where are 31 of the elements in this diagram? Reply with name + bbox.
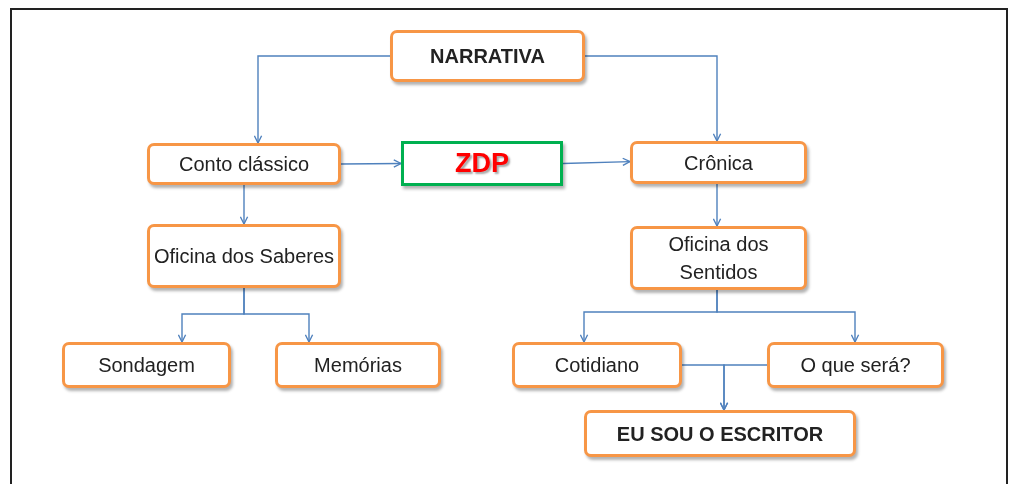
process-box [512,342,682,388]
process-box [390,30,585,82]
arrow [243,287,314,343]
highlight-box [401,141,563,186]
node-label: Conto clássico [178,152,310,177]
process-box [584,410,856,457]
process-box [62,342,231,388]
node-label: NARRATIVA [430,44,545,69]
node-label: ZDP [455,146,509,180]
process-box [275,342,441,388]
process-box [630,141,807,184]
arrow [253,55,391,144]
process-box [147,143,341,185]
node-label: EU SOU O ESCRITOR [616,421,824,447]
process-box [767,342,944,388]
node-label: Cotidiano [554,353,640,378]
process-box [147,224,341,288]
node-label: O que será? [800,353,911,378]
arrow [712,183,722,227]
node-label: Sondagem [98,353,195,378]
node-label: Oficina dos Saberes [153,244,335,269]
arrow [340,159,402,168]
node-label: Memórias [314,353,402,378]
process-box [630,226,807,290]
arrow [719,364,768,411]
arrow [239,184,249,225]
node-label: Crônica [684,150,753,176]
arrow [562,157,631,167]
arrow [584,55,722,142]
arrow [716,289,860,343]
node-label: Oficina dos Sentidos [667,232,770,285]
